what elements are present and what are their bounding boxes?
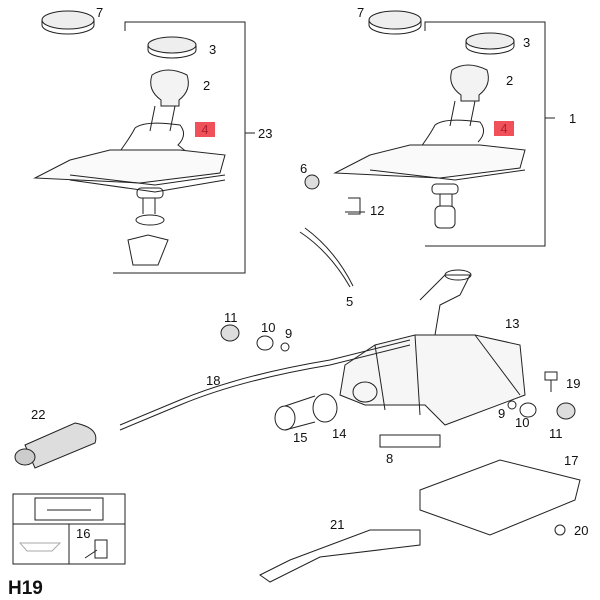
callout-14: 14 — [332, 426, 347, 441]
callout-11: 11 — [224, 310, 238, 325]
callout-6: 6 — [300, 161, 308, 176]
manual-wrench-icon — [34, 497, 104, 521]
sleeve-icon — [274, 393, 338, 431]
callout-21: 21 — [330, 517, 345, 532]
clip-icon — [345, 197, 365, 215]
legend-box — [12, 493, 126, 565]
callout-5: 5 — [346, 294, 354, 309]
bushing-icon — [220, 324, 290, 352]
callout-17: 17 — [564, 453, 579, 468]
bushing-icon — [507, 400, 576, 420]
callout-1: 1 — [569, 111, 577, 126]
shift-housing-icon — [339, 269, 526, 426]
callout-9: 9 — [498, 406, 506, 421]
callout-2: 2 — [506, 73, 514, 88]
callout-16: 16 — [76, 526, 91, 541]
callout-2: 2 — [203, 78, 211, 93]
callout-12: 12 — [370, 203, 385, 218]
bushing-icon — [304, 174, 320, 190]
callout-11: 11 — [549, 426, 563, 441]
callout-10: 10 — [515, 415, 530, 430]
support-bracket-icon — [259, 529, 421, 583]
nut-icon — [554, 524, 566, 536]
left-assembly-bracket — [113, 21, 255, 274]
callout-8: 8 — [386, 451, 394, 466]
rubber-boot-icon — [14, 422, 97, 469]
gear-knob-icon — [333, 64, 526, 229]
callout-18: 18 — [206, 373, 221, 388]
callout-22: 22 — [31, 407, 46, 422]
callout-20: 20 — [574, 523, 589, 538]
callout-7: 7 — [96, 5, 104, 20]
cable-tie-icon — [299, 227, 354, 288]
callout-4-highlight[interactable]: 4 — [195, 122, 215, 137]
bolt-icon — [544, 371, 558, 392]
callout-9: 9 — [285, 326, 293, 341]
gear-knob-icon — [33, 69, 226, 266]
shift-cable-icon — [119, 339, 411, 431]
callout-15: 15 — [293, 430, 308, 445]
callout-3: 3 — [523, 35, 531, 50]
callout-23: 23 — [258, 126, 273, 141]
diagram-code: H19 — [8, 578, 43, 599]
callout-7: 7 — [357, 5, 365, 20]
cap-icon — [41, 10, 515, 59]
mounting-plate-icon — [419, 459, 581, 536]
callout-4-highlight[interactable]: 4 — [494, 121, 514, 136]
grease-gun-icon — [84, 539, 108, 559]
callout-10: 10 — [261, 320, 276, 335]
callout-3: 3 — [209, 42, 217, 57]
bracket-icon — [379, 434, 441, 448]
right-assembly-bracket — [424, 21, 555, 247]
callout-19: 19 — [566, 376, 581, 391]
oil-pan-icon — [18, 542, 62, 552]
callout-13: 13 — [505, 316, 520, 331]
